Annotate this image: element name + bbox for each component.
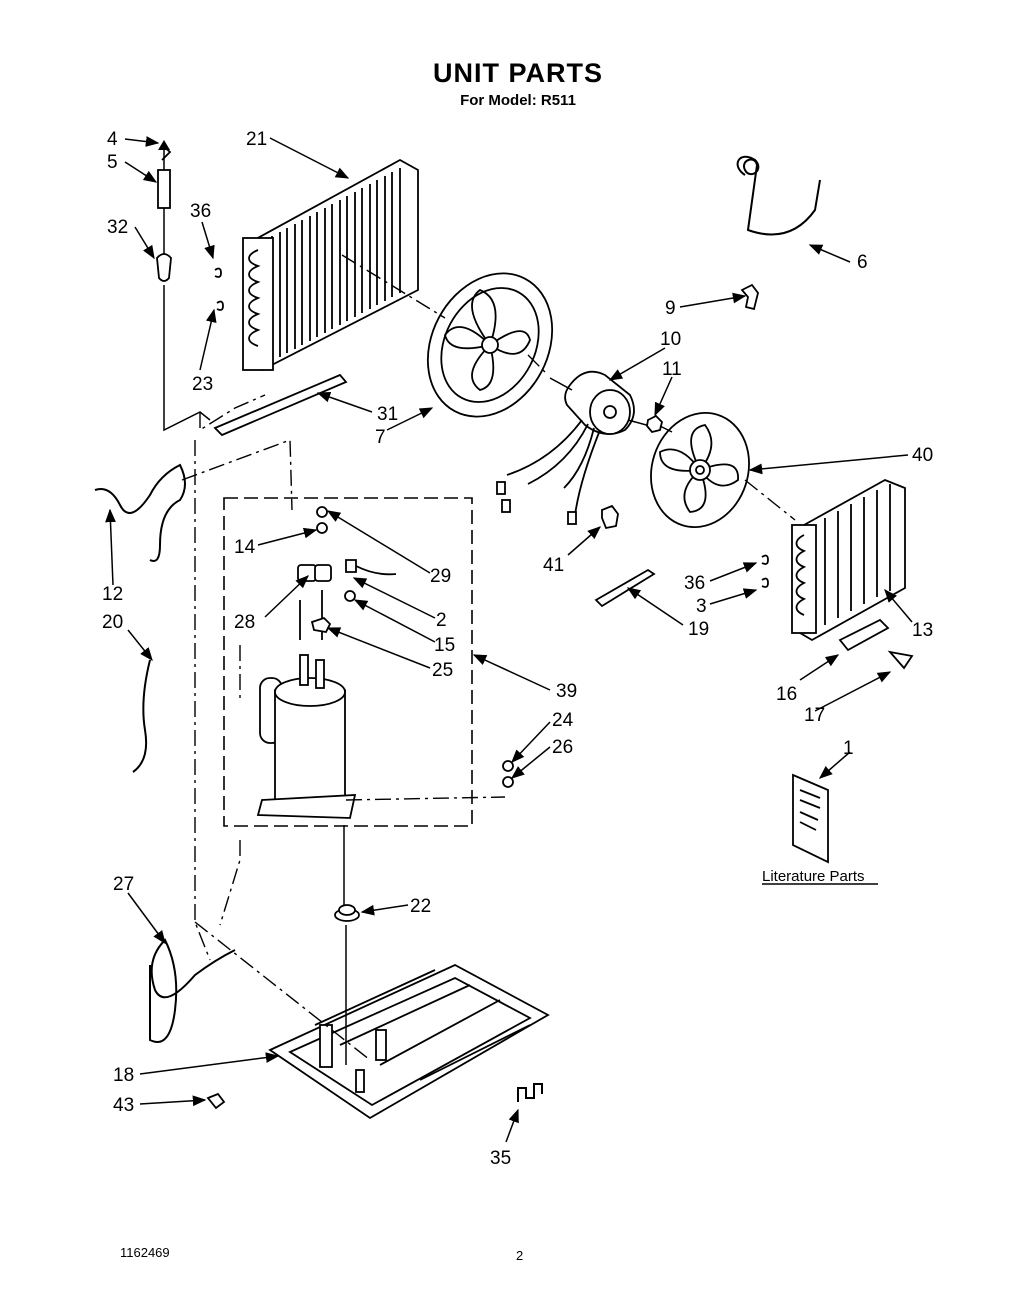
callout-41: 41 [543,555,564,576]
callout-16: 16 [776,684,797,705]
base-pan [268,925,550,1120]
callout-24: 24 [552,710,574,731]
callout-26: 26 [552,737,573,758]
clip-parts-36-3 [214,267,769,588]
blower-wheel [650,411,750,529]
callout-17: 17 [804,705,825,726]
callout-20: 20 [102,612,123,633]
clamp-part-9 [740,283,759,311]
tube-part-27 [149,938,236,1043]
callout-4: 4 [107,129,118,150]
assembly-lines [181,254,796,1061]
evaporator-coil [791,479,906,642]
compressor [256,506,514,819]
callout-40: 40 [912,445,933,466]
callout-12: 12 [102,584,123,605]
tube-part-12 [94,463,186,562]
callout-23: 23 [192,374,213,395]
grommet-part-22 [334,825,360,922]
literature-parts-label: Literature Parts [762,868,865,885]
callout-29: 29 [430,566,451,587]
tie-part-19 [594,568,656,608]
bracket-part-41 [601,504,619,530]
clip-part-6 [736,155,821,236]
arrow-part-17 [887,650,914,670]
callout-11: 11 [662,359,682,380]
document-number: 1162469 [120,1245,170,1260]
callout-10: 10 [660,329,681,350]
callout-32: 32 [107,217,128,238]
callout-3: 3 [696,596,707,617]
page-title: UNIT PARTS [433,58,603,88]
capillary-tube-assembly [156,140,211,432]
callout-22: 22 [410,896,431,917]
callout-1: 1 [843,738,854,759]
screw-part-43 [206,1092,226,1110]
callout-19: 19 [688,619,709,640]
nut-part-11 [646,414,663,434]
callout-36-top: 36 [190,201,211,222]
callout-14: 14 [234,537,256,558]
callout-numbers: 1 2 3 4 5 6 7 9 10 11 12 13 14 15 16 17 … [102,129,933,1169]
callout-25: 25 [432,660,453,681]
callout-15: 15 [434,635,455,656]
drain-tube-part-31 [213,373,348,437]
callout-36-right: 36 [684,573,705,594]
callout-27: 27 [113,874,134,895]
callout-28: 28 [234,612,255,633]
condenser-coil [242,158,419,372]
callout-9: 9 [665,298,676,319]
callout-43: 43 [113,1095,134,1116]
callout-35: 35 [490,1148,511,1169]
wire-part-20 [132,659,151,773]
callout-13: 13 [912,620,933,641]
callout-18: 18 [113,1065,134,1086]
callout-2: 2 [436,610,447,631]
callout-lines [105,136,913,1143]
callout-39: 39 [556,681,577,702]
fan-motor [496,370,651,525]
callout-31: 31 [377,404,398,425]
bracket-part-16-17 [838,618,890,652]
literature-booklet [792,773,829,864]
fan-shroud [426,272,554,418]
callout-7: 7 [375,427,386,448]
callout-5: 5 [107,152,118,173]
model-subtitle: For Model: R511 [460,92,576,109]
page-number: 2 [516,1248,524,1263]
callout-21: 21 [246,129,267,150]
spring-part-35 [517,1083,543,1102]
callout-6: 6 [857,252,868,273]
